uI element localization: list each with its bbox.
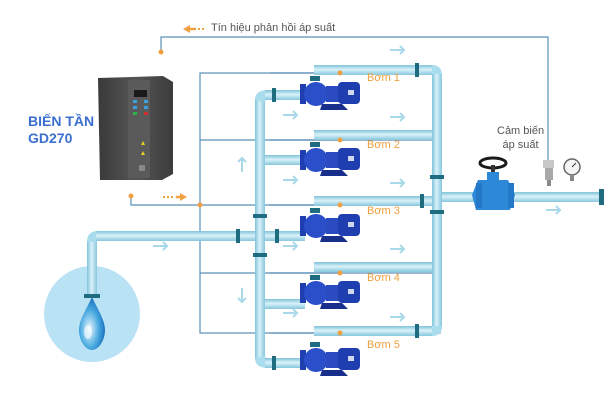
pump-2 xyxy=(300,142,360,176)
pump-label-4: Bơm 4 xyxy=(367,272,400,284)
feedback-signal-line xyxy=(160,36,549,170)
pump-label-3: Bơm 3 xyxy=(367,205,400,217)
suction-manifold xyxy=(236,88,305,370)
pumps xyxy=(300,76,360,376)
pump-5 xyxy=(300,342,360,376)
pump-4 xyxy=(300,275,360,309)
vfd-label-line2: GD270 xyxy=(28,130,73,146)
vfd-label-line1: BIẾN TẦN xyxy=(28,113,95,129)
vfd-label: BIẾN TẦN GD270 xyxy=(28,113,94,147)
vfd-output-line xyxy=(130,196,200,206)
suction-pipe xyxy=(84,231,266,298)
pump-label-1: Bơm 1 xyxy=(367,72,400,84)
feedback-arrow-icon xyxy=(183,25,206,33)
feedback-signal-label: Tín hiệu phản hồi áp suất xyxy=(211,22,336,34)
pressure-sensor-icon xyxy=(543,160,554,186)
pump-label-2: Bơm 2 xyxy=(367,139,400,151)
pump-3 xyxy=(300,208,360,242)
pressure-sensor-label: Cảm biến áp suất xyxy=(497,124,544,152)
flow-arrows xyxy=(153,45,562,322)
sensor-label-line2: áp suất xyxy=(502,139,539,151)
valve-icon xyxy=(472,156,515,210)
discharge-manifold xyxy=(314,63,604,338)
pump-1 xyxy=(300,76,360,110)
sensor-label-line1: Cảm biến xyxy=(497,125,545,137)
pump-label-5: Bơm 5 xyxy=(367,339,400,351)
output-arrow-icon xyxy=(163,193,187,201)
vfd-drive xyxy=(98,76,173,180)
pressure-gauge-icon xyxy=(563,158,581,181)
